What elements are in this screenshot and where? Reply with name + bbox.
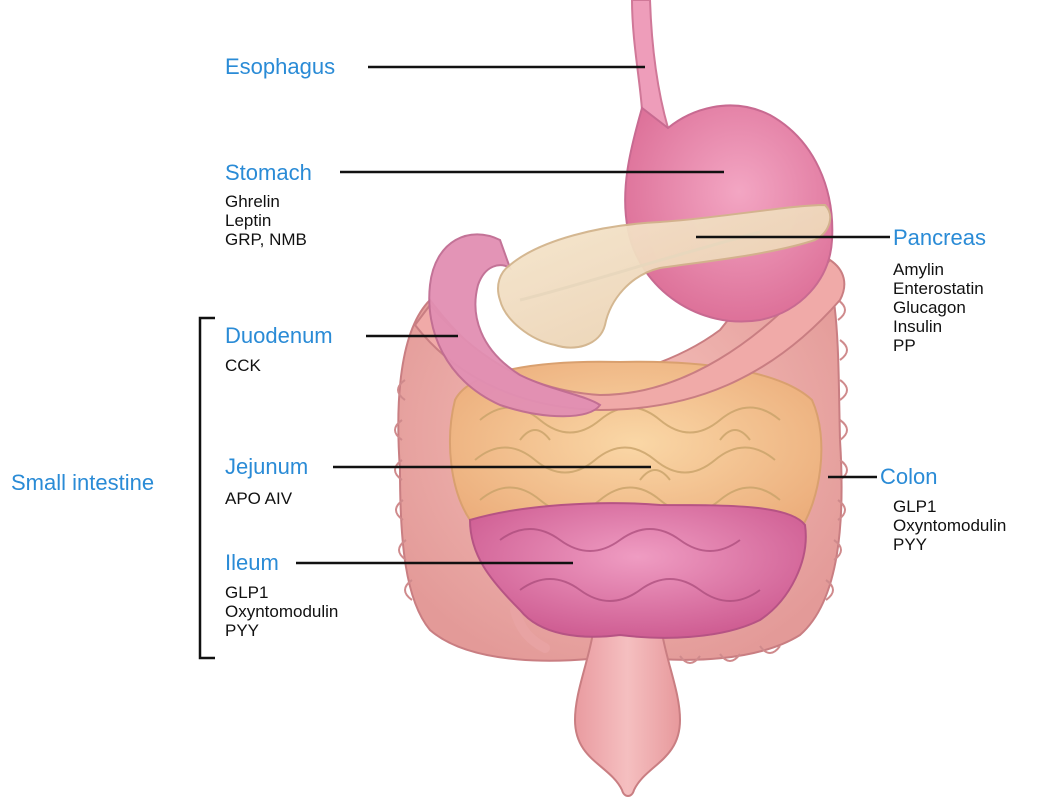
stomach-hormone: Leptin: [225, 211, 307, 230]
colon-hormone: Oxyntomodulin: [893, 516, 1006, 535]
esophagus-shape: [632, 0, 668, 128]
stomach-hormone: Ghrelin: [225, 192, 307, 211]
duodenum-hormone: CCK: [225, 356, 261, 375]
colon-hormone: GLP1: [893, 497, 1006, 516]
pancreas-label: Pancreas: [893, 225, 986, 251]
duodenum-hormones: CCK: [225, 356, 261, 375]
colon-label: Colon: [880, 464, 937, 490]
colon-hormones: GLP1 Oxyntomodulin PYY: [893, 497, 1006, 554]
jejunum-hormone: APO AIV: [225, 489, 292, 508]
ileum-hormone: Oxyntomodulin: [225, 602, 338, 621]
pancreas-hormone: Glucagon: [893, 298, 984, 317]
ileum-label: Ileum: [225, 550, 279, 576]
small-intestine-bracket: [200, 318, 215, 658]
esophagus-label: Esophagus: [225, 54, 335, 80]
jejunum-label: Jejunum: [225, 454, 308, 480]
rectum-shape: [575, 620, 680, 796]
stomach-hormone: GRP, NMB: [225, 230, 307, 249]
colon-hormone: PYY: [893, 535, 1006, 554]
ileum-hormones: GLP1 Oxyntomodulin PYY: [225, 583, 338, 640]
ileum-hormone: PYY: [225, 621, 338, 640]
stomach-hormones: Ghrelin Leptin GRP, NMB: [225, 192, 307, 249]
pancreas-hormone: PP: [893, 336, 984, 355]
small-intestine-label: Small intestine: [11, 470, 154, 496]
pancreas-hormone: Amylin: [893, 260, 984, 279]
stomach-label: Stomach: [225, 160, 312, 186]
pancreas-hormone: Insulin: [893, 317, 984, 336]
pancreas-hormone: Enterostatin: [893, 279, 984, 298]
jejunum-hormones: APO AIV: [225, 489, 292, 508]
duodenum-label: Duodenum: [225, 323, 333, 349]
ileum-hormone: GLP1: [225, 583, 338, 602]
pancreas-hormones: Amylin Enterostatin Glucagon Insulin PP: [893, 260, 984, 355]
